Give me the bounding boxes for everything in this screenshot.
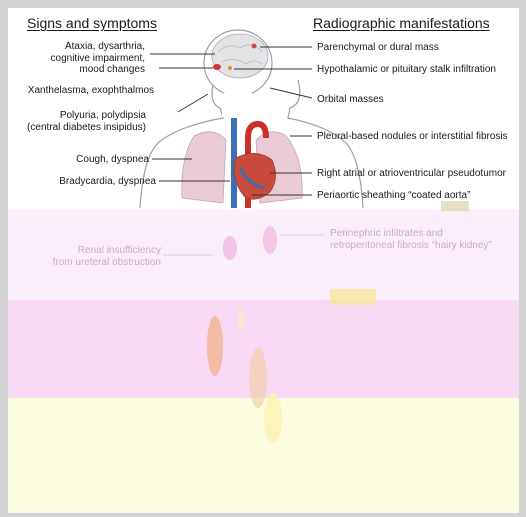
sign-renal: Renal insufficiency from ureteral obstru… bbox=[53, 245, 161, 268]
pituitary-mark bbox=[228, 66, 232, 70]
manifestation-kidney: Perinephric infiltrates and retroperiton… bbox=[330, 228, 492, 251]
sign-cough: Cough, dyspnea bbox=[76, 154, 149, 166]
kidney-right bbox=[263, 226, 277, 254]
header-signs: Signs and symptoms bbox=[27, 15, 157, 31]
manifestation-text: Pleural-based nodules or interstitial fi… bbox=[317, 131, 508, 142]
ureter-blur bbox=[207, 316, 223, 376]
manifestation-parenchymal: Parenchymal or dural mass bbox=[317, 42, 439, 54]
manifestation-orbital: Orbital masses bbox=[317, 94, 384, 106]
manifestation-atrial: Right atrial or atrioventricular pseudot… bbox=[317, 168, 506, 180]
manifestation-text: Perinephric infiltrates and retroperiton… bbox=[330, 228, 492, 251]
diagram-canvas: Signs and symptoms Radiographic manifest… bbox=[8, 8, 519, 513]
sign-bradycardia: Bradycardia, dyspnea bbox=[59, 176, 156, 188]
heart bbox=[234, 153, 275, 199]
sign-text: Ataxia, dysarthria, cognitive impairment… bbox=[51, 41, 145, 75]
sign-text: Xanthelasma, exophthalmos bbox=[28, 85, 154, 96]
noise-block bbox=[330, 289, 376, 305]
sign-text: Cough, dyspnea bbox=[76, 154, 149, 165]
sign-text: Renal insufficiency from ureteral obstru… bbox=[53, 245, 161, 268]
header-manifestations: Radiographic manifestations bbox=[313, 15, 490, 31]
manifestation-aorta: Periaortic sheathing “coated aorta” bbox=[317, 190, 470, 202]
sign-neuro: Ataxia, dysarthria, cognitive impairment… bbox=[51, 41, 145, 76]
brain bbox=[212, 34, 268, 78]
manifestation-text: Hypothalamic or pituitary stalk infiltra… bbox=[317, 64, 496, 75]
brain-lesion bbox=[252, 44, 257, 49]
kidney-left bbox=[223, 236, 237, 260]
manifestation-text: Periaortic sheathing “coated aorta” bbox=[317, 190, 470, 201]
sign-xanthelasma: Xanthelasma, exophthalmos bbox=[28, 85, 154, 97]
sign-text: Bradycardia, dyspnea bbox=[59, 176, 156, 187]
sign-polyuria: Polyuria, polydipsia (central diabetes i… bbox=[27, 110, 146, 133]
left-lung bbox=[182, 132, 226, 203]
manifestation-text: Parenchymal or dural mass bbox=[317, 42, 439, 53]
manifestation-text: Right atrial or atrioventricular pseudot… bbox=[317, 168, 506, 179]
orbital-mass bbox=[213, 64, 221, 70]
manifestation-pleural: Pleural-based nodules or interstitial fi… bbox=[317, 131, 508, 143]
sign-text: Polyuria, polydipsia (central diabetes i… bbox=[27, 110, 146, 133]
manifestation-hypothalamic: Hypothalamic or pituitary stalk infiltra… bbox=[317, 64, 496, 76]
manifestation-text: Orbital masses bbox=[317, 94, 384, 105]
neck bbox=[222, 93, 252, 117]
